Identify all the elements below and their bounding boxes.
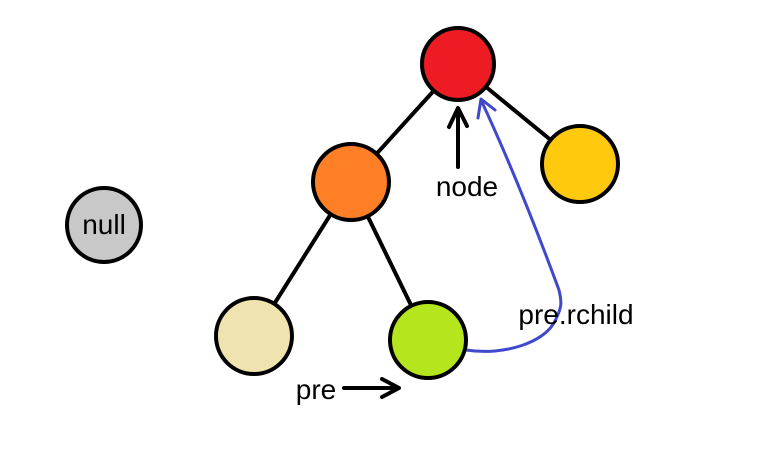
node-null [65, 186, 143, 264]
null-node-label: null [82, 209, 126, 240]
pre-rchild-arrowhead-icon [476, 97, 497, 120]
node-left-right-child [388, 300, 468, 380]
node-pointer-label: node [436, 171, 498, 202]
node-left-child [311, 142, 391, 222]
pre-pointer-label: pre [296, 374, 336, 405]
pre-rchild-arrow-curve [464, 98, 563, 353]
pre-pointer-arrowhead-icon [380, 377, 401, 399]
node-right-child [540, 124, 620, 204]
node-root [420, 26, 496, 102]
pre-rchild-label: pre.rchild [518, 299, 633, 330]
node-pointer-arrowhead-icon [447, 106, 469, 129]
node-left-left-child [214, 296, 294, 376]
